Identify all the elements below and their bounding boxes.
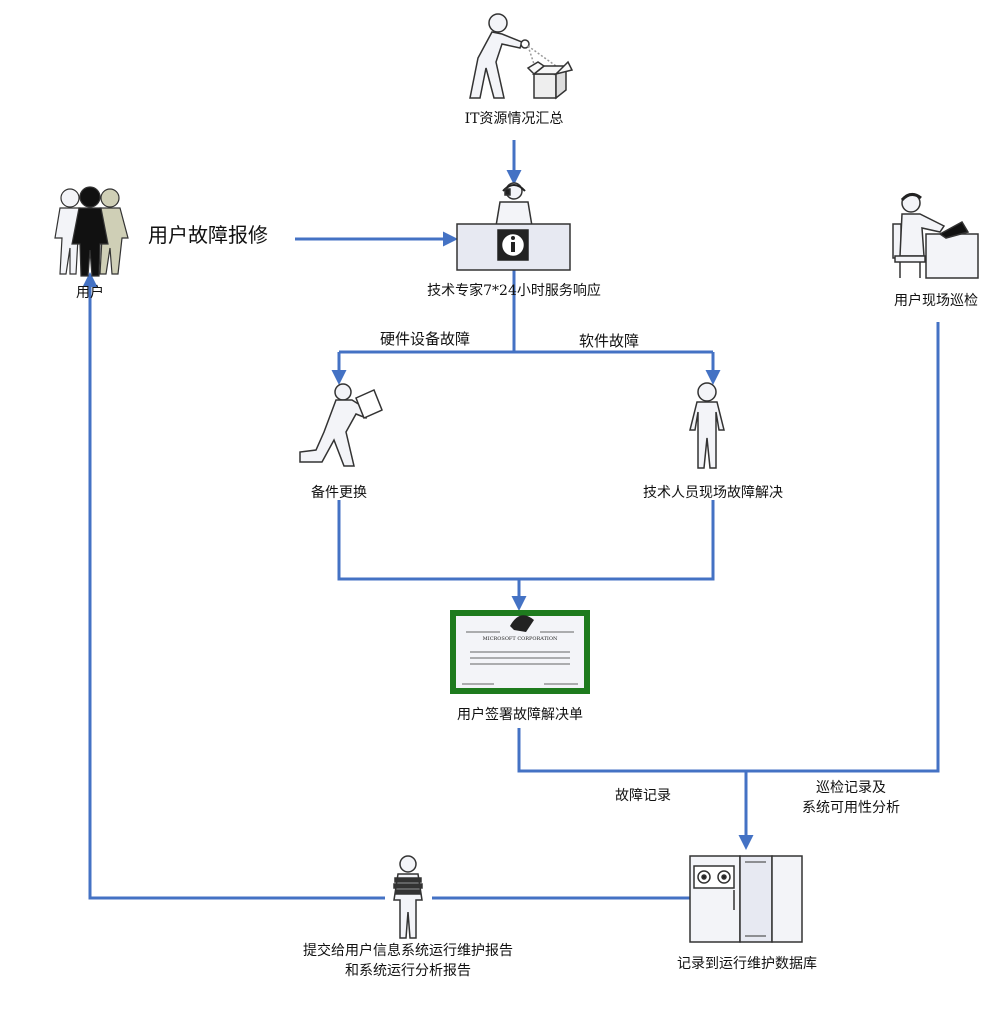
- label-sign-resolution: 用户签署故障解决单: [457, 707, 583, 723]
- line-merge: [337, 500, 715, 581]
- database-cabinet-icon: [689, 855, 803, 943]
- label-report-line2: 和系统运行分析报告: [345, 963, 471, 979]
- user-group-icon: [54, 186, 129, 277]
- certificate-company: MICROSOFT CORPORATION: [483, 636, 558, 642]
- label-inspection-analysis-line1: 巡检记录及: [816, 780, 886, 796]
- inspector-terminal-icon: [892, 193, 979, 279]
- inspector-figure-icon: [469, 13, 574, 100]
- label-hardware-fault: 硬件设备故障: [380, 330, 471, 348]
- line-fault-record: [517, 322, 940, 773]
- courier-figure-icon: [299, 383, 383, 467]
- label-database: 记录到运行维护数据库: [677, 956, 817, 972]
- label-report-line1: 提交给用户信息系统运行维护报告: [303, 943, 513, 959]
- label-inspection-analysis-line2: 系统可用性分析: [802, 800, 900, 816]
- label-expert: 技术专家7*24小时服务响应: [427, 283, 601, 299]
- certificate-icon: MICROSOFT CORPORATION: [450, 610, 590, 694]
- technician-figure-icon: [689, 382, 725, 469]
- label-user-report: 用户故障报修: [148, 223, 268, 247]
- label-inspection: 用户现场巡检: [894, 293, 978, 309]
- label-spare-replacement: 备件更换: [311, 485, 367, 501]
- label-user: 用户: [76, 285, 104, 301]
- arrow-report-to-user: [82, 272, 385, 900]
- expert-desk-icon: [456, 182, 571, 271]
- reporter-figure-icon: [393, 855, 423, 939]
- label-tech-onsite: 技术人员现场故障解决: [643, 485, 783, 501]
- label-it-summary: IT资源情况汇总: [464, 111, 564, 127]
- label-fault-record: 故障记录: [615, 788, 671, 804]
- label-software-fault: 软件故障: [579, 332, 640, 350]
